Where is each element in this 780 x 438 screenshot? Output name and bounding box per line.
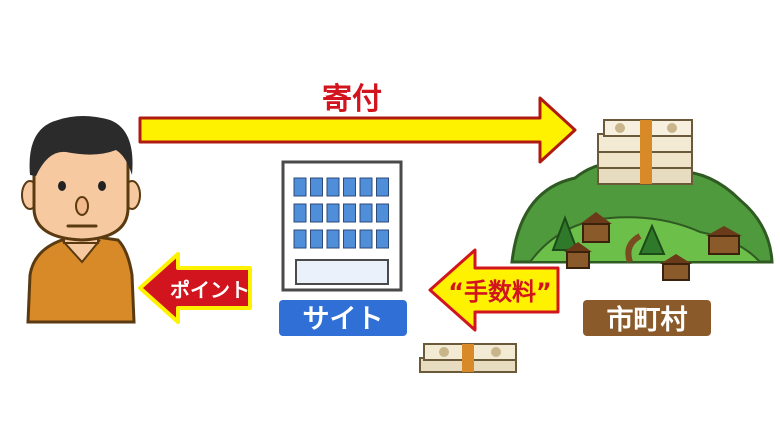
building-icon [281,160,403,292]
points-arrow: ポイント [138,252,252,324]
building-window [359,229,373,249]
building-window [359,177,373,197]
house [580,212,612,243]
building-window [293,177,307,197]
building-window [376,229,389,249]
person-icon [21,116,141,324]
building-window [310,177,323,197]
house [564,242,592,269]
building-window [376,203,389,223]
building-window [343,177,356,197]
building-window [293,229,307,249]
municipality-badge: 市町村 [583,300,711,336]
fee-label: “手数料” [448,278,552,306]
fee-arrow: “手数料” [428,248,560,332]
building-window [326,177,340,197]
site-badge: サイト [279,300,407,336]
donation-arrow: 寄付 [138,80,577,164]
building-window [359,203,373,223]
building-window [343,229,356,249]
municipality-label: 市町村 [607,304,688,336]
house [660,254,692,281]
building-window [310,203,323,223]
building-window [326,229,340,249]
building-windows [293,177,389,249]
building-window [376,177,389,197]
building-window [343,203,356,223]
donation-label: 寄付 [322,82,382,117]
site-label: サイト [303,304,384,335]
money-bundle-icon [419,343,517,373]
points-label: ポイント [170,278,250,302]
town-icon [510,162,774,281]
building-window [326,203,340,223]
building-window [293,203,307,223]
building-window [310,229,323,249]
house [706,226,742,255]
money-stack-icon [597,119,693,185]
